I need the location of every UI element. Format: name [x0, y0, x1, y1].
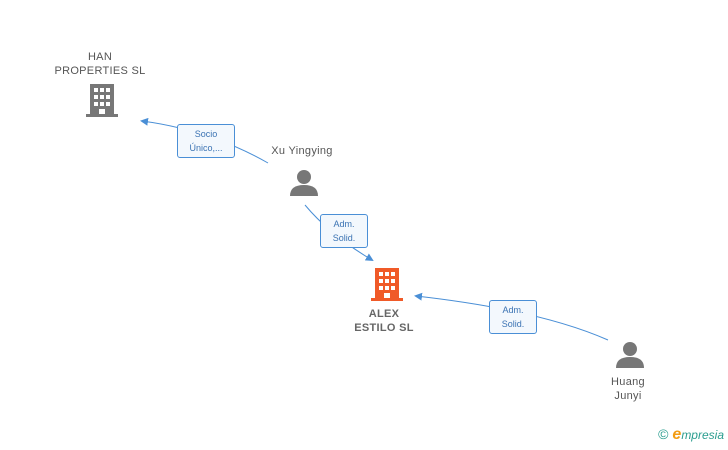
- node-label-xu[interactable]: Xu Yingying: [271, 145, 333, 157]
- edge-label-adm-xu[interactable]: Adm. Solid.: [320, 214, 368, 248]
- person-icon[interactable]: [290, 170, 318, 196]
- building-icon[interactable]: [86, 84, 118, 117]
- node-label-huang[interactable]: Huang Junyi: [611, 376, 645, 402]
- node-label-han[interactable]: HAN PROPERTIES SL: [54, 51, 146, 77]
- building-icon[interactable]: [371, 268, 403, 301]
- person-icon[interactable]: [616, 342, 644, 368]
- empresia-logo: ©empresia: [658, 426, 724, 443]
- edge-label-socio[interactable]: Socio Único,...: [177, 124, 235, 158]
- edge-label-adm-huang[interactable]: Adm. Solid.: [489, 300, 537, 334]
- node-label-alex[interactable]: ALEX ESTILO SL: [354, 308, 414, 334]
